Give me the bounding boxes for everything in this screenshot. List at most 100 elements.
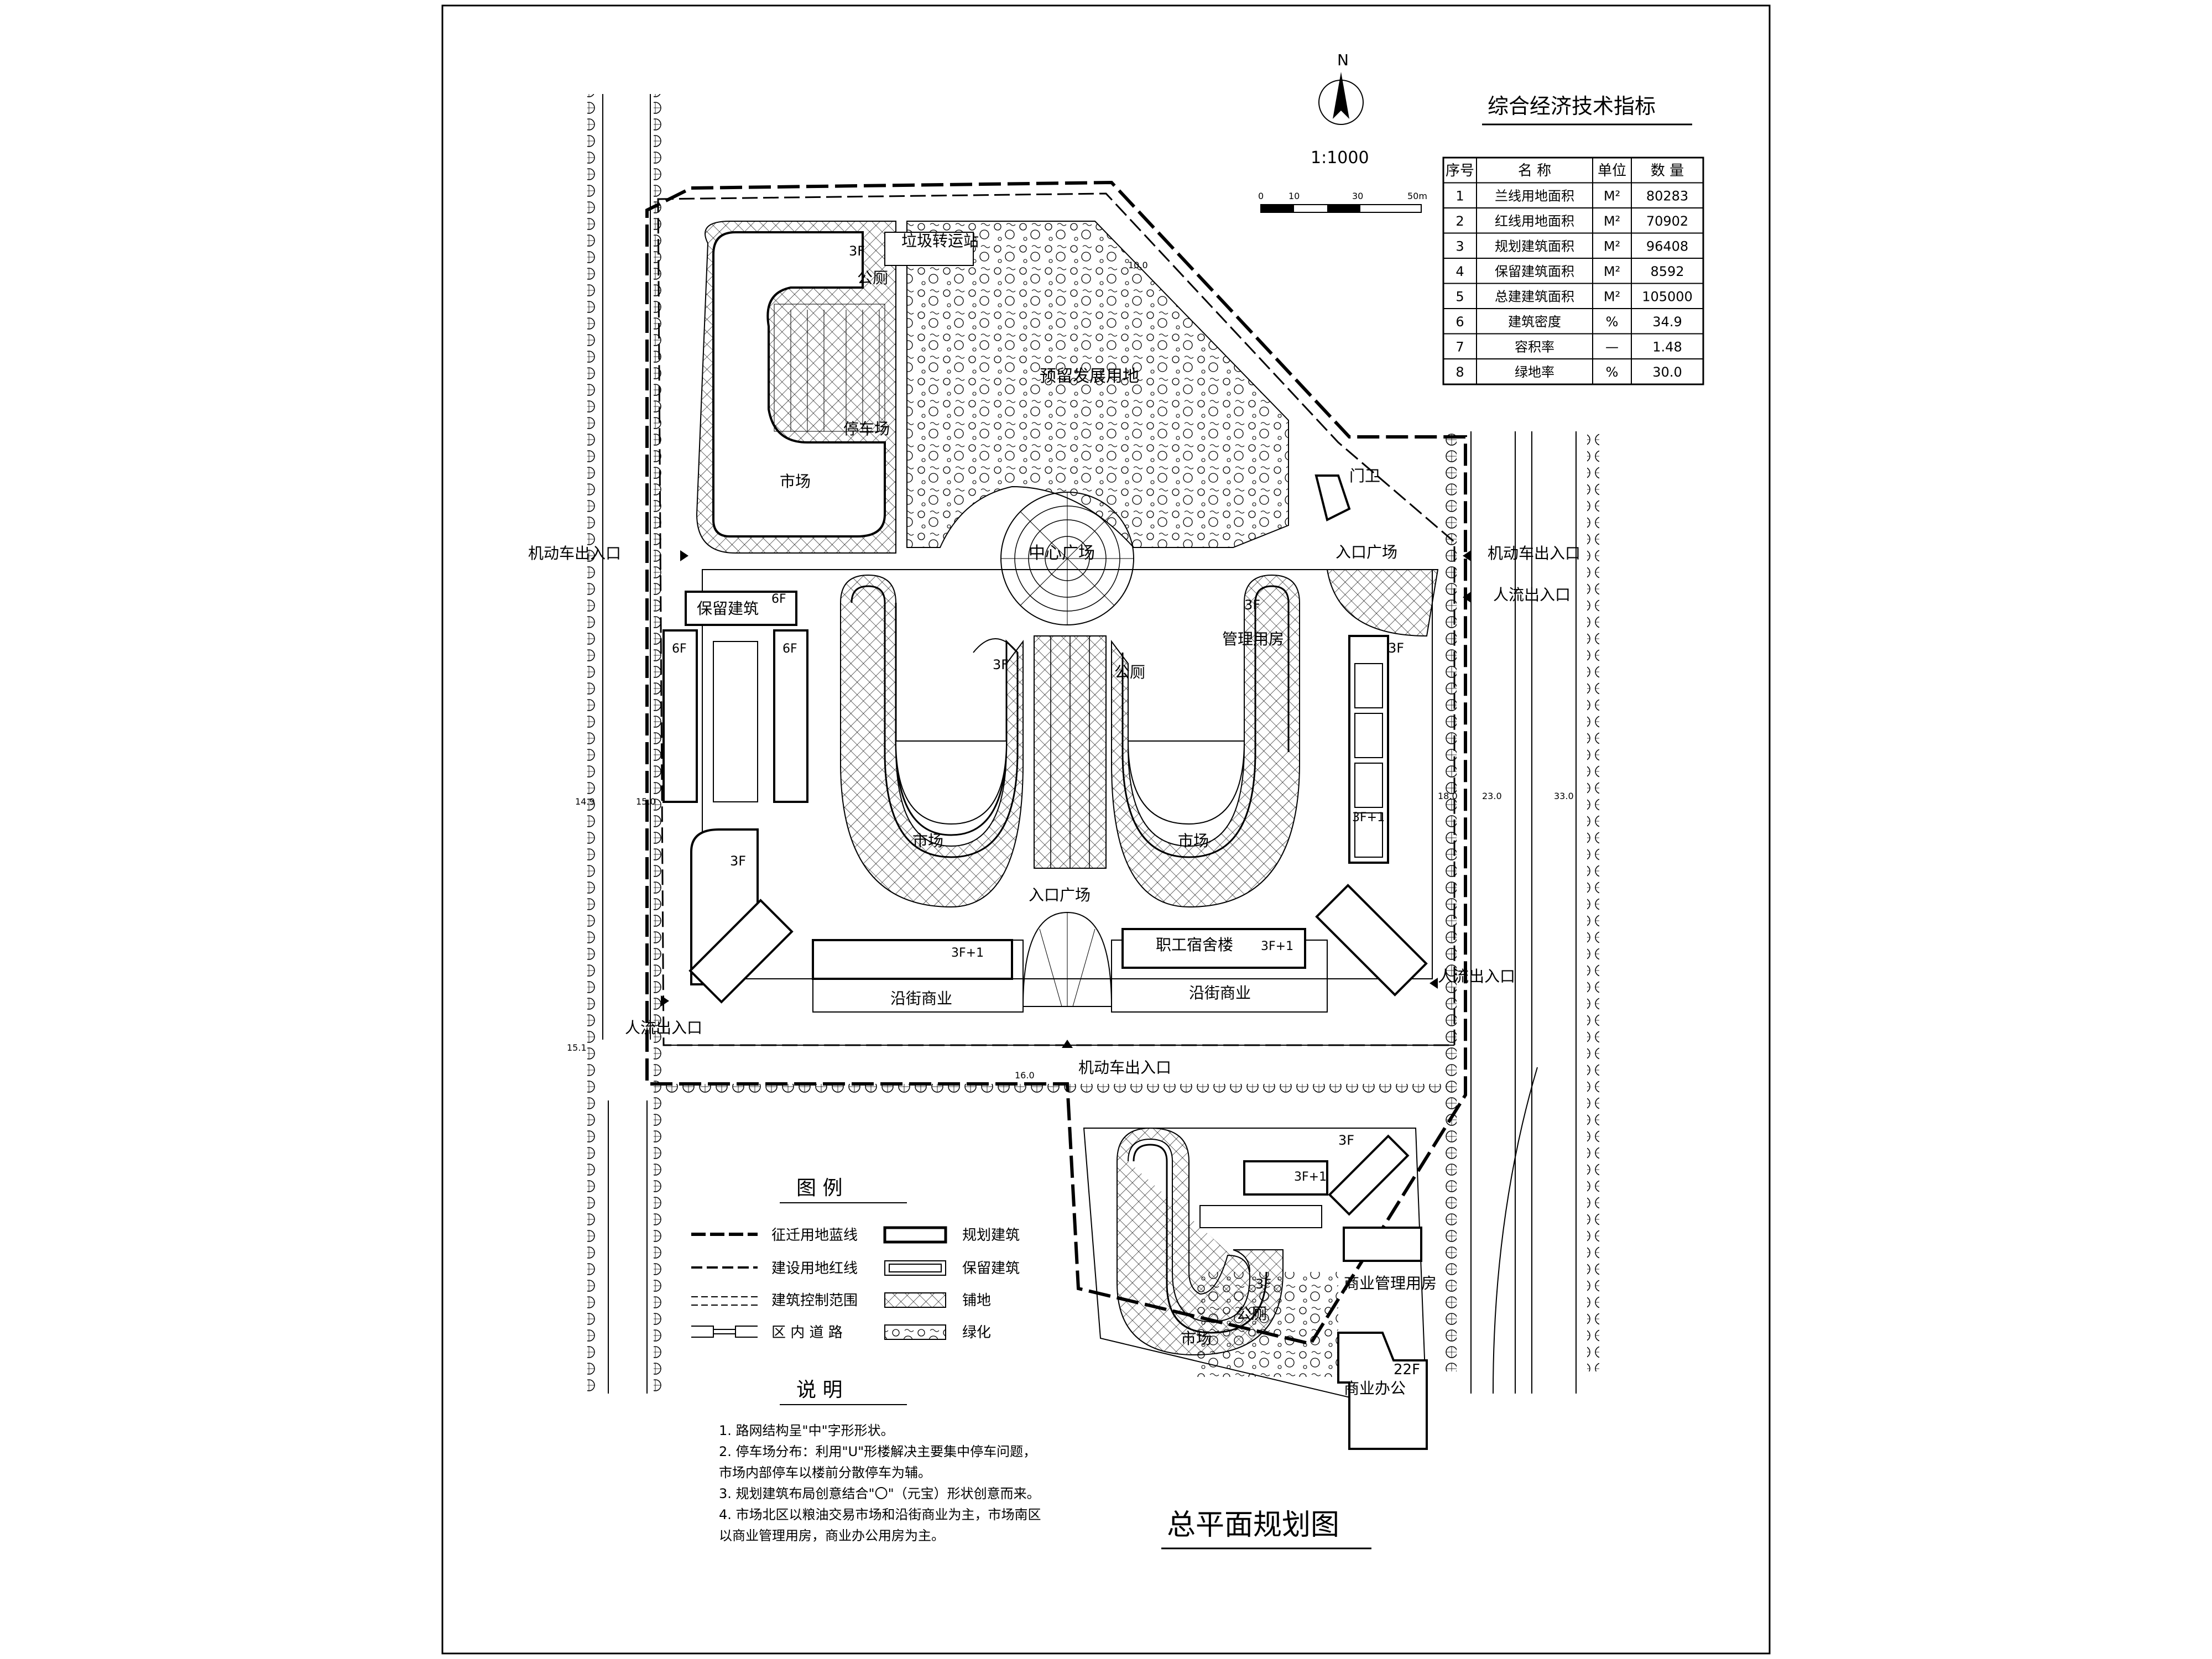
- label-3f1-east: 3F+1: [1352, 811, 1385, 825]
- table-cell: 保留建筑面积: [1495, 264, 1574, 279]
- scale-bar: [1260, 204, 1422, 213]
- south-green: [1194, 1272, 1338, 1377]
- label-3f1-south: 3F+1: [1294, 1170, 1327, 1184]
- se-diagonal-building: [1315, 884, 1428, 997]
- note-line-6: 以商业管理用房，商业办公用房为主。: [719, 1528, 945, 1543]
- dimension-labels: 18.0 23.0 33.0 15.0 14.9 16.0 15.1 10.0: [567, 260, 1574, 1081]
- label-3f1-dorm: 3F+1: [1261, 940, 1293, 953]
- table-cell: M²: [1604, 264, 1620, 279]
- south-road-trees: [664, 1084, 1454, 1095]
- label-ped-entry-e1: 人流出入口: [1493, 586, 1571, 604]
- table-header-cell: 序号: [1446, 163, 1474, 179]
- legend-title: 图 例: [796, 1177, 842, 1199]
- label-vehicle-entry-e: 机动车出入口: [1488, 544, 1580, 562]
- e-townhouses: [1354, 663, 1383, 858]
- table-cell: 8: [1455, 364, 1464, 380]
- label-toilet-nw: 公厕: [857, 269, 888, 287]
- table-header-cell: 名 称: [1518, 163, 1551, 179]
- right-u-yard: [1128, 740, 1245, 825]
- economic-table: [1442, 156, 1704, 385]
- notes-title: 说 明: [796, 1379, 842, 1401]
- gate-house: [1314, 474, 1351, 521]
- north-arrow: [1318, 72, 1364, 125]
- parking-lot: [774, 304, 885, 432]
- central-promenade: [1034, 635, 1107, 869]
- note-line-2: 2. 停车场分布：利用"U"形楼解决主要集中停车问题，: [719, 1444, 1036, 1459]
- e-3f-block: [1348, 635, 1389, 864]
- reserve-green-area: [906, 221, 1289, 548]
- drawing-title: 总平面规划图: [1167, 1509, 1339, 1542]
- garbage-station: [884, 232, 974, 266]
- left-u-market: [840, 574, 1024, 908]
- dim-23: 23.0: [1482, 791, 1502, 801]
- label-mgmt-house: 管理用房: [1222, 630, 1284, 648]
- label-3f-mgmt: 3F: [1244, 597, 1260, 613]
- label-3f-sw: 3F: [730, 853, 746, 869]
- table-cell: 96408: [1646, 238, 1688, 254]
- commerce-mgmt-building: [1343, 1227, 1422, 1262]
- scale-tick-30: 30: [1352, 191, 1363, 201]
- table-cell: 总建建筑面积: [1495, 289, 1574, 304]
- table-cell: 红线用地面积: [1495, 213, 1574, 229]
- label-entry-plaza-s: 入口广场: [1029, 886, 1091, 904]
- label-toilet-mid: 公厕: [1114, 663, 1145, 681]
- label-vehicle-entry-s: 机动车出入口: [1078, 1058, 1171, 1077]
- dim-33: 33.0: [1554, 791, 1574, 801]
- dim-18: 18.0: [1438, 791, 1458, 801]
- legend-item-greenery: 绿化: [962, 1324, 991, 1341]
- label-6f-right: 6F: [782, 642, 797, 656]
- nw-market-building: [712, 231, 886, 538]
- dorm-east-row: [1121, 928, 1306, 969]
- note-line-5: 4. 市场北区以粮油交易市场和沿街商业为主，市场南区: [719, 1507, 1041, 1522]
- table-cell: M²: [1604, 213, 1620, 229]
- dim-16: 16.0: [1015, 1070, 1035, 1081]
- table-cell: 1: [1455, 188, 1464, 204]
- ne-entry-plaza: [1326, 569, 1439, 637]
- table-cell: 8592: [1650, 264, 1684, 279]
- east-road: [1444, 431, 1599, 1394]
- label-reserved-building: 保留建筑: [697, 599, 759, 618]
- south-parking-strip: [1199, 1205, 1322, 1228]
- commerce-office-tower: [1337, 1332, 1428, 1450]
- label-street-commerce-e: 沿街商业: [1189, 984, 1251, 1002]
- table-cell: 2: [1455, 213, 1464, 229]
- table-cell: M²: [1604, 238, 1620, 254]
- table-header-cell: 数 量: [1651, 163, 1684, 179]
- label-staff-dorm: 职工宿舍楼: [1156, 936, 1233, 954]
- label-3f-nw: 3F: [849, 243, 865, 259]
- table-cell: M²: [1604, 188, 1620, 204]
- label-street-commerce-w: 沿街商业: [890, 989, 952, 1008]
- label-market-nw: 市场: [780, 472, 811, 491]
- label-market-south: 市场: [1181, 1329, 1212, 1348]
- note-line-1: 1. 路网结构呈"中"字形形状。: [719, 1423, 894, 1438]
- table-cell: 建筑密度: [1508, 314, 1561, 330]
- left-u-building: [851, 585, 1019, 858]
- scale-label: 1:1000: [1311, 148, 1369, 168]
- scale-tick-10: 10: [1288, 191, 1300, 201]
- table-cell: 绿地率: [1515, 364, 1554, 380]
- dim-15-1: 15.1: [567, 1042, 587, 1053]
- legend-labels: 征迁用地蓝线 规划建筑 建设用地红线 保留建筑 建筑控制范围 铺地 区 内 道 …: [771, 1227, 1020, 1341]
- sw-diagonal-building: [688, 899, 794, 1004]
- legend-item-planned-building: 规划建筑: [962, 1227, 1020, 1244]
- label-garbage-station: 垃圾转运站: [901, 232, 979, 250]
- table-cell: —: [1605, 339, 1619, 354]
- scale-tick-0: 0: [1258, 191, 1264, 201]
- label-commerce-mgmt: 商业管理用房: [1344, 1274, 1437, 1292]
- label-3f-south: 3F: [1338, 1133, 1354, 1148]
- table-cell: 6: [1455, 314, 1464, 330]
- table-cell: M²: [1604, 289, 1620, 304]
- label-reserve-land: 预留发展用地: [1040, 367, 1139, 386]
- label-22f: 22F: [1394, 1361, 1420, 1378]
- table-cell: 70902: [1646, 213, 1688, 229]
- table-cell: 3: [1455, 238, 1464, 254]
- label-entry-plaza-ne: 入口广场: [1335, 543, 1397, 561]
- south-townhouse: [1243, 1160, 1328, 1196]
- expropriation-blue-line: [645, 180, 1467, 1346]
- label-3f-south-u: 3F: [1255, 1276, 1271, 1292]
- right-u-building: [1121, 585, 1290, 858]
- legend-symbols: [691, 1226, 947, 1340]
- table-cell: 4: [1455, 264, 1464, 279]
- reserved-building-right: [773, 629, 808, 803]
